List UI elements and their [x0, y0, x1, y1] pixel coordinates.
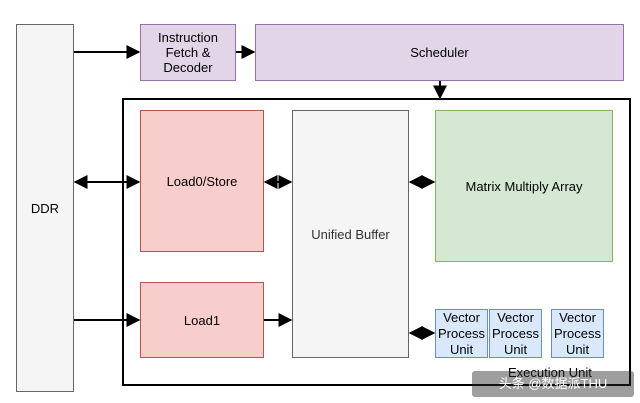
load1-block: Load1	[140, 282, 264, 358]
scheduler-block: Scheduler	[255, 24, 624, 81]
watermark: 头条 @数据派THU	[472, 371, 634, 397]
matrix-multiply-array-block: Matrix Multiply Array	[435, 110, 613, 262]
execution-unit-label: Execution Unit	[508, 365, 592, 380]
ddr-block: DDR	[16, 24, 74, 392]
unified-buffer-block: Unified Buffer	[292, 110, 409, 358]
instruction-fetch-decoder-block: Instruction Fetch & Decoder	[140, 24, 236, 81]
load0-store-block: Load0/Store	[140, 110, 264, 252]
execution-unit-container	[122, 98, 631, 386]
vector-process-unit-2: Vector Process Unit	[489, 309, 542, 358]
vector-process-unit-3: Vector Process Unit	[551, 309, 604, 358]
vector-process-unit-1: Vector Process Unit	[435, 309, 488, 358]
